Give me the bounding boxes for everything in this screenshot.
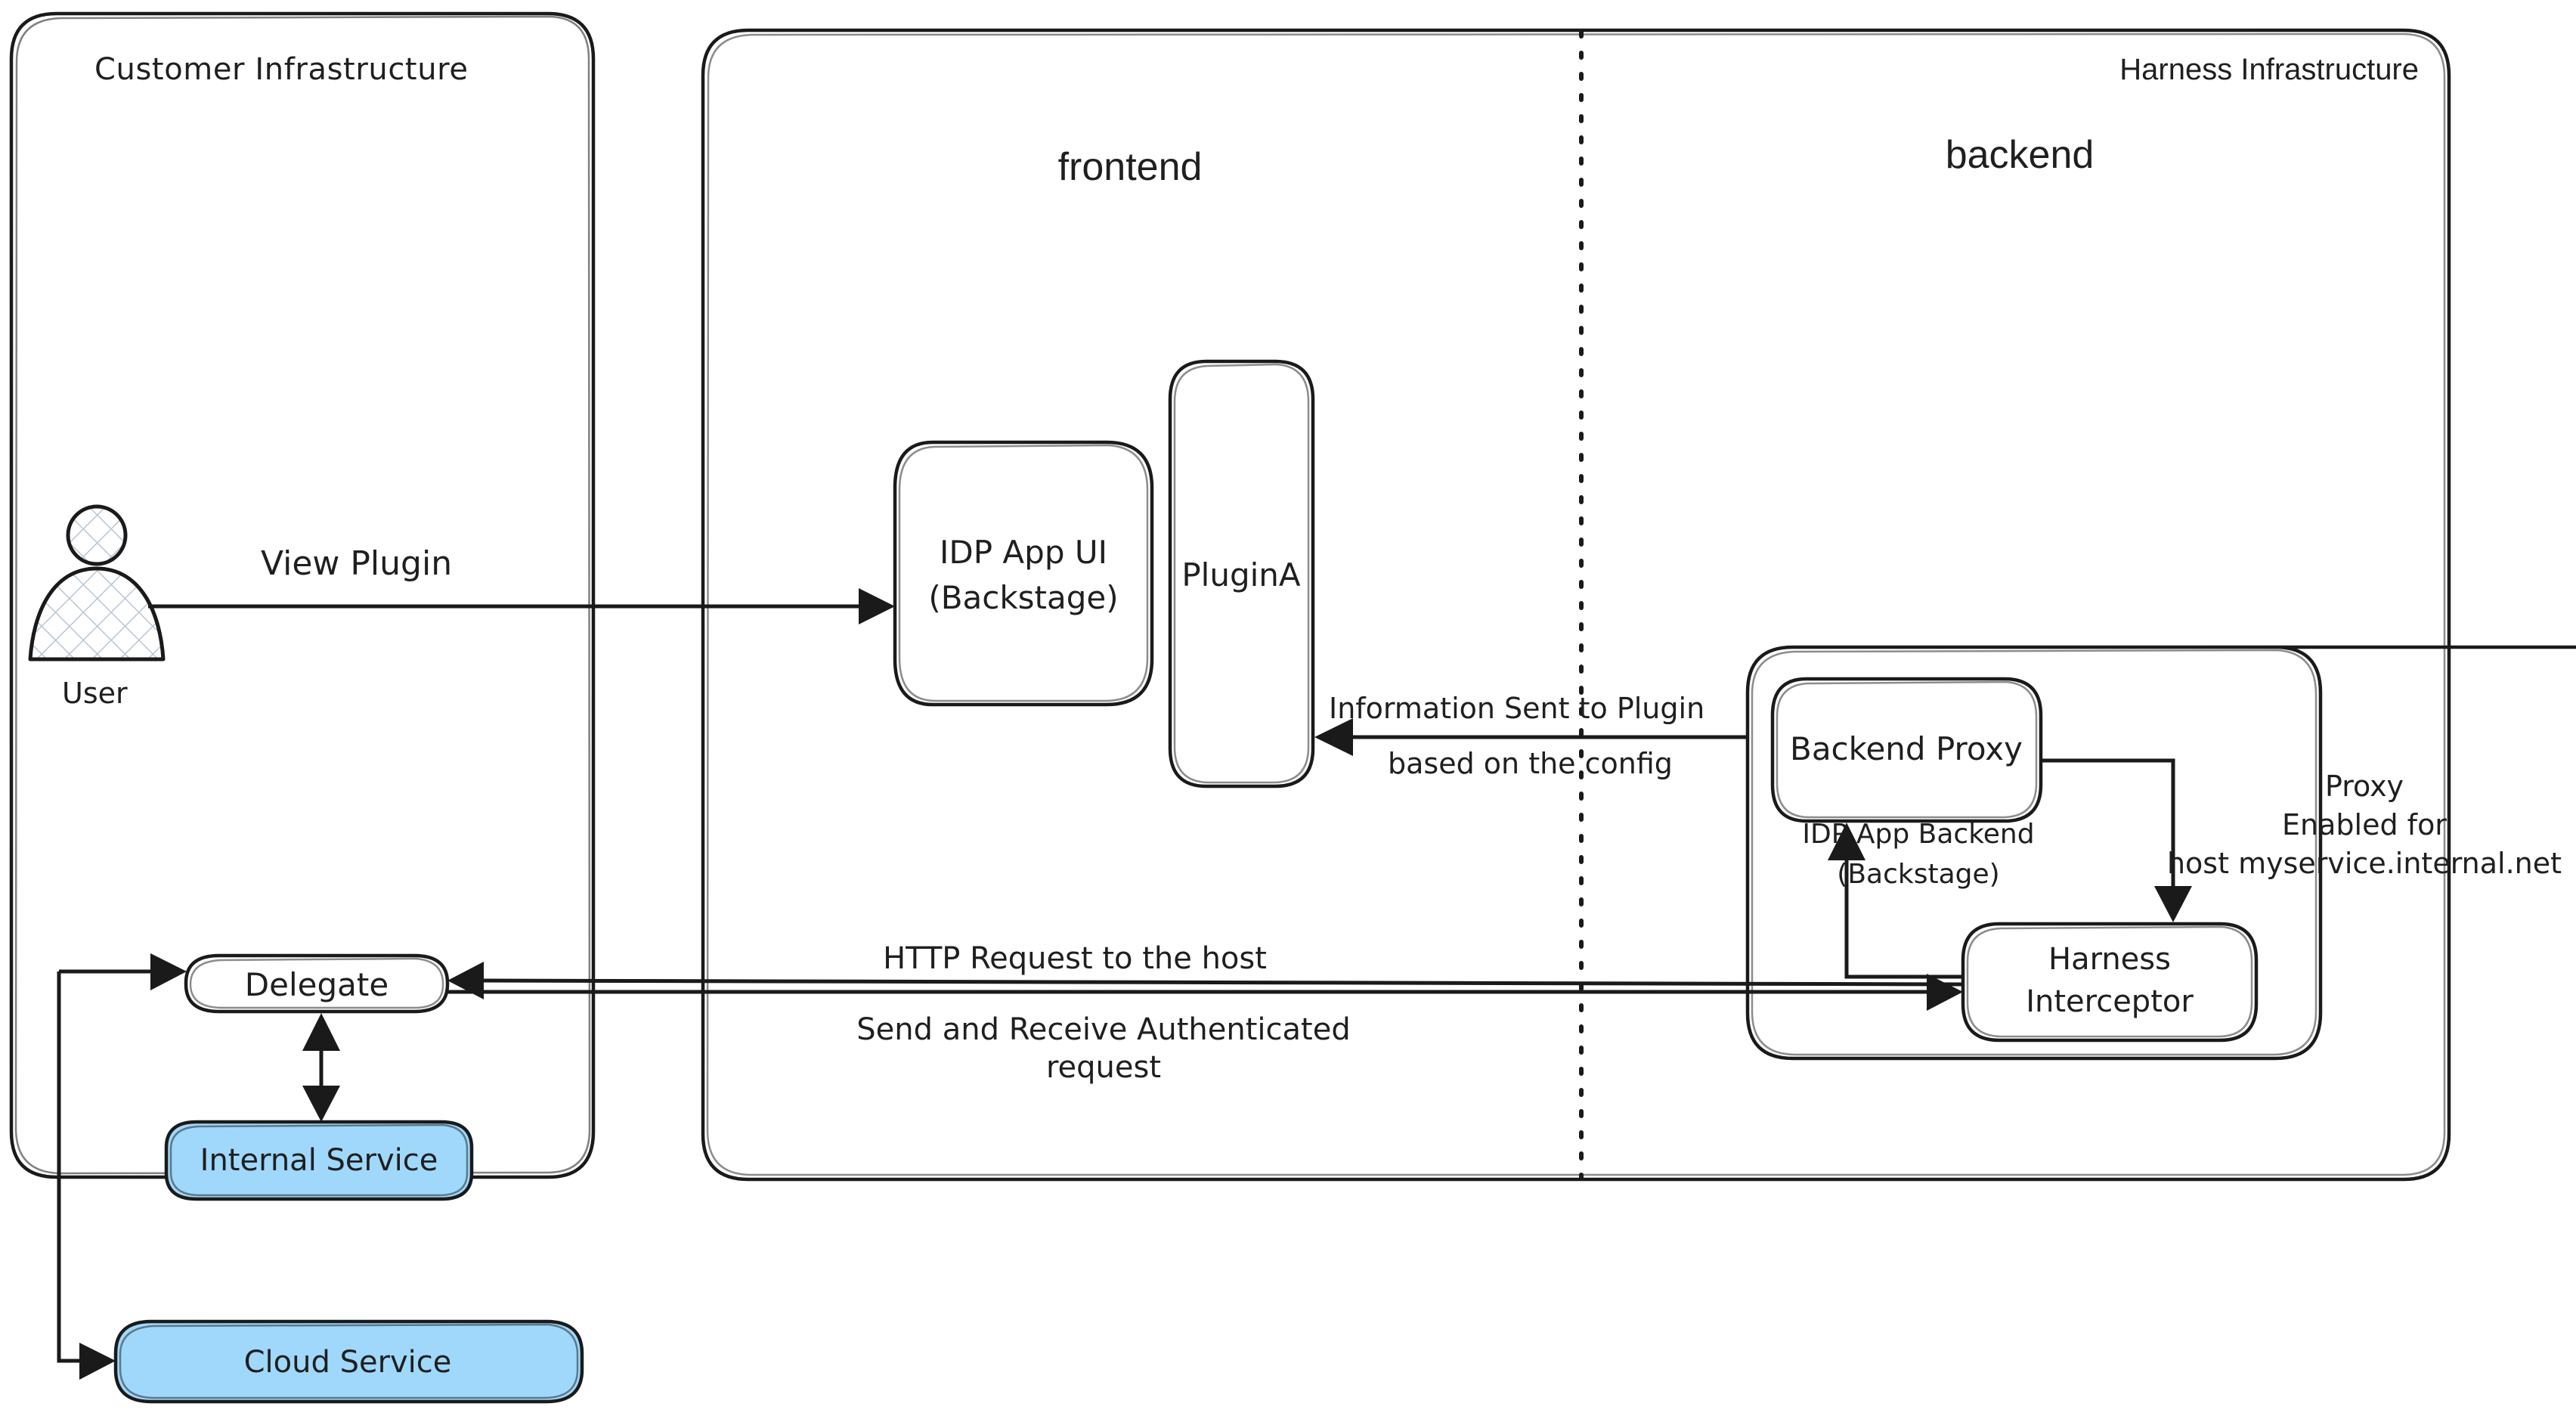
frontend-heading: frontend <box>1058 145 1203 189</box>
idp-app-backend-label-line2: (Backstage) <box>1837 859 1999 890</box>
node-harness-interceptor[interactable]: Harness Interceptor <box>1961 922 2259 1043</box>
backend-heading: backend <box>1946 133 2095 177</box>
edge-inbound-to-delegate <box>59 953 187 990</box>
node-idp-app-ui[interactable]: IDP App UI (Backstage) <box>893 440 1154 707</box>
container-customer-infrastructure: Customer Infrastructure <box>9 11 596 1179</box>
http-request-label: HTTP Request to the host <box>883 941 1267 976</box>
harness-interceptor-label-line2: Interceptor <box>2026 984 2194 1019</box>
information-sent-label-line2: based on the config <box>1388 747 1673 780</box>
node-internal-service[interactable]: Internal Service <box>164 1120 474 1201</box>
customer-infrastructure-label: Customer Infrastructure <box>94 52 469 87</box>
plugin-a-label: PluginA <box>1181 556 1301 593</box>
harness-interceptor-label-line1: Harness <box>2048 942 2171 977</box>
edge-delegate-internal-service <box>302 1013 340 1122</box>
node-backend-proxy[interactable]: Backend Proxy <box>1770 677 2043 823</box>
edge-backend-proxy-to-plugin-a <box>1314 718 1773 756</box>
cloud-service-label: Cloud Service <box>244 1345 452 1380</box>
edge-backend-proxy-to-harness-interceptor <box>2041 758 2192 922</box>
edge-harness-interceptor-to-backend-proxy <box>1828 823 1963 979</box>
internal-service-label: Internal Service <box>200 1143 438 1178</box>
proxy-note-line3: host myservice.internal.net <box>2167 847 2562 880</box>
authenticated-request-label-line1: Send and Receive Authenticated <box>856 1012 1350 1047</box>
edge-delegate-to-cloud-service <box>57 971 116 1380</box>
node-delegate[interactable]: Delegate <box>184 953 450 1014</box>
view-plugin-label: View Plugin <box>261 544 452 583</box>
edge-delegate-to-harness-interceptor <box>447 974 1963 1011</box>
proxy-note-line2: Enabled for <box>2282 808 2447 841</box>
user-label: User <box>62 677 128 710</box>
delegate-label: Delegate <box>245 966 389 1003</box>
idp-app-ui-label-line1: IDP App UI <box>940 534 1107 571</box>
authenticated-request-label-line2: request <box>1046 1050 1161 1085</box>
node-plugin-a[interactable]: PluginA <box>1168 359 1315 789</box>
proxy-note-line1: Proxy <box>2325 770 2404 803</box>
node-cloud-service[interactable]: Cloud Service <box>113 1319 584 1404</box>
user-actor-icon <box>28 504 166 662</box>
backend-proxy-label: Backend Proxy <box>1790 730 2023 767</box>
edge-user-to-idp-app-ui <box>148 588 895 624</box>
harness-infrastructure-label: Harness Infrastructure <box>2119 53 2419 86</box>
information-sent-label-line1: Information Sent to Plugin <box>1329 692 1704 725</box>
idp-app-ui-label-line2: (Backstage) <box>928 579 1118 616</box>
